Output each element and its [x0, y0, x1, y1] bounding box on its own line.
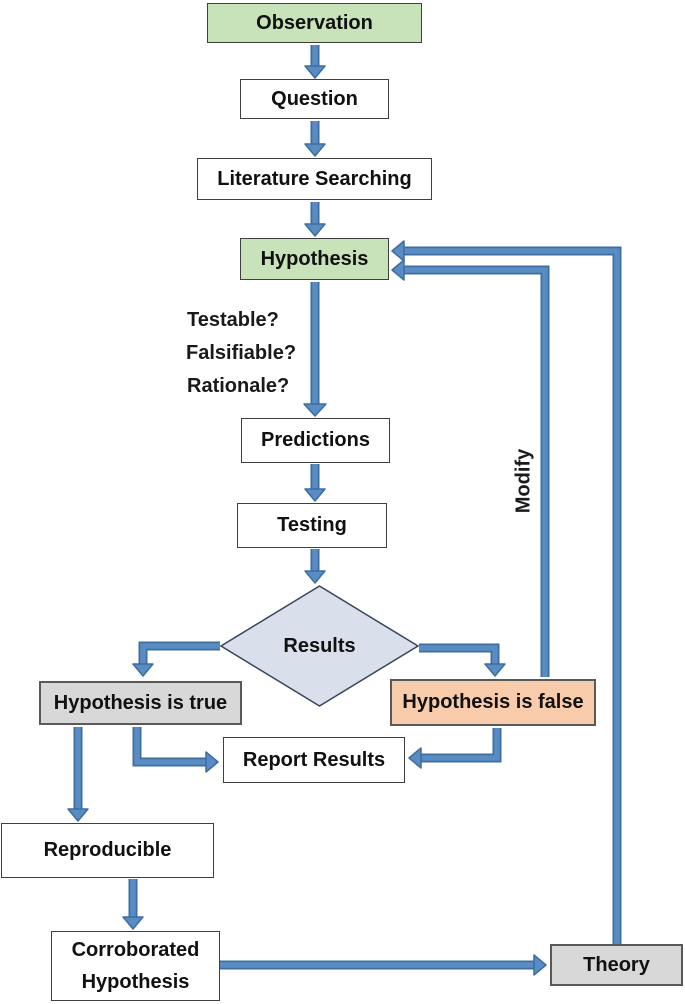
arrow-testing-to-results [304, 549, 326, 584]
label-rationale: Rationale? [187, 375, 290, 397]
node-hypothesis-is-true: Hypothesis is true [39, 681, 242, 725]
arrow-false-to-report [408, 728, 502, 769]
label-modify: Modify [512, 448, 535, 514]
arrow-question-to-literature [304, 121, 326, 157]
arrow-theory-to-hypothesis [391, 240, 622, 944]
arrow-corroborated-to-theory [220, 954, 547, 976]
arrow-reproducible-to-corroborated [122, 879, 144, 930]
arrow-true-to-reproducible [67, 727, 89, 822]
arrow-results-to-false [419, 643, 506, 677]
node-theory: Theory [550, 944, 683, 986]
node-testing: Testing [237, 503, 387, 548]
node-results-label: Results [283, 634, 356, 657]
results-diamond [219, 585, 420, 707]
node-question: Question [240, 79, 389, 119]
arrow-results-to-true [132, 641, 220, 677]
node-report-results: Report Results [223, 737, 405, 783]
label-testable: Testable? [187, 309, 279, 331]
node-reproducible: Reproducible [1, 823, 214, 878]
node-observation: Observation [207, 3, 422, 43]
node-hypothesis-is-false: Hypothesis is false [390, 679, 596, 726]
arrow-modify-false-to-hypothesis [391, 259, 550, 677]
node-predictions: Predictions [241, 418, 390, 463]
arrow-true-to-report [132, 727, 219, 773]
arrow-hypothesis-to-predictions [303, 282, 327, 417]
node-hypothesis: Hypothesis [240, 238, 389, 280]
node-literature-searching: Literature Searching [197, 158, 432, 200]
arrow-predictions-to-testing [304, 464, 326, 502]
arrow-literature-to-hypothesis [304, 202, 326, 237]
node-corroborated-hypothesis: Corroborated Hypothesis [51, 931, 220, 1001]
arrow-observation-to-question [304, 45, 326, 79]
label-falsifiable: Falsifiable? [186, 342, 297, 364]
